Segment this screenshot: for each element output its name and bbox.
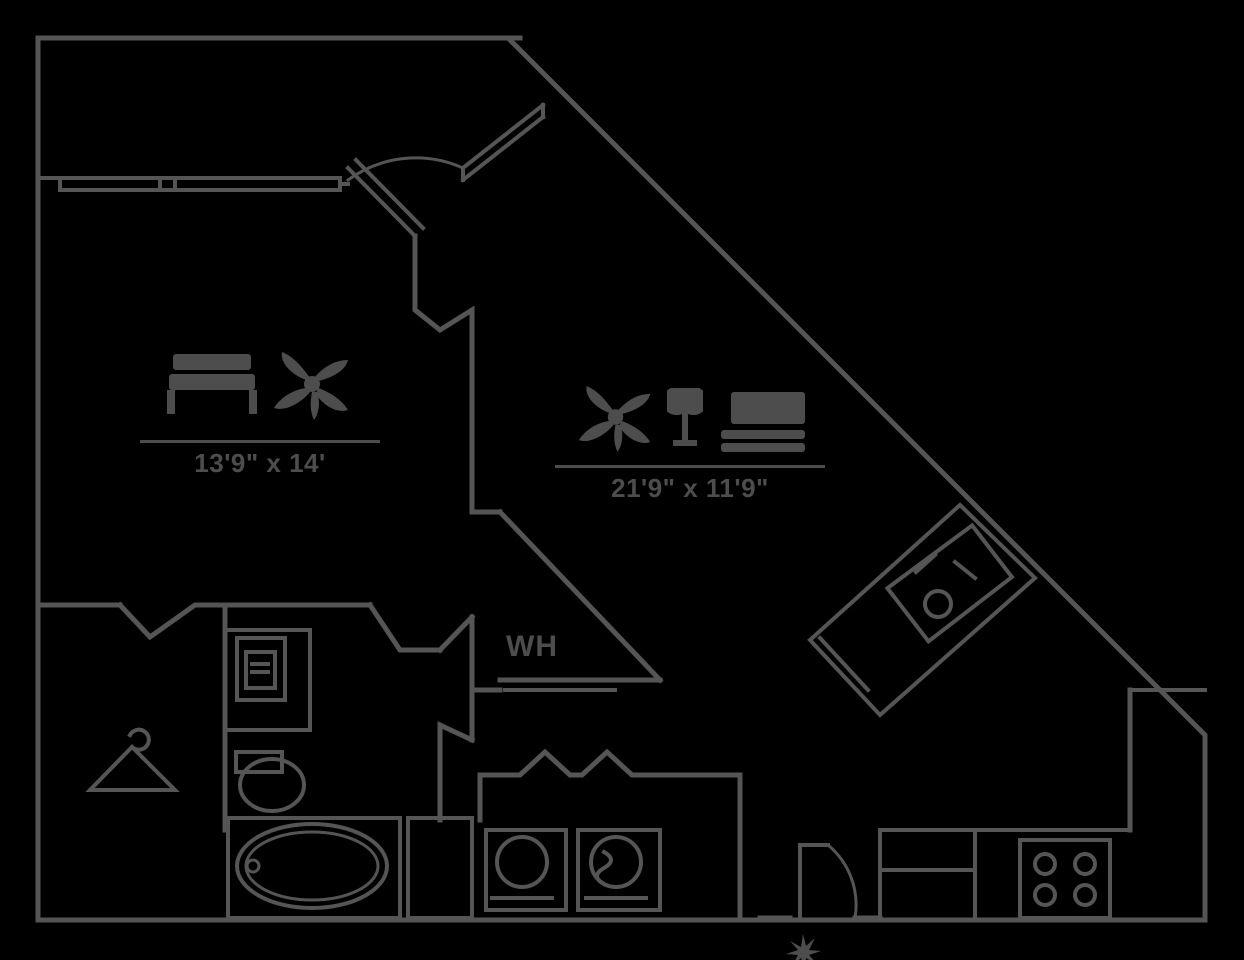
bedroom-dimensions: 13'9" x 14' bbox=[194, 448, 326, 478]
bedroom-label: 13'9" x 14' bbox=[140, 440, 380, 478]
living-wall-diagonal bbox=[496, 508, 664, 684]
hall-wall-left-lower bbox=[437, 721, 476, 823]
living-label-rule bbox=[555, 465, 825, 468]
mirror-inner bbox=[244, 650, 277, 690]
door-leaf-2 bbox=[353, 157, 426, 231]
door-swing-arc bbox=[345, 156, 465, 183]
living-label: 21'9" x 11'9" bbox=[555, 465, 825, 503]
laundry-wall-top bbox=[477, 748, 743, 778]
hall-wall-angle bbox=[436, 613, 476, 654]
counter-left-block bbox=[878, 828, 977, 920]
toilet-tank bbox=[234, 750, 284, 774]
interior-wall-bedroom-right bbox=[412, 233, 475, 515]
bedroom-icon-group bbox=[150, 340, 370, 420]
dryer-door bbox=[589, 835, 643, 889]
closet-hanger-icon bbox=[85, 727, 180, 792]
wine-glass-icon bbox=[667, 388, 703, 446]
washer-outline bbox=[484, 828, 568, 912]
bathtub-basin bbox=[235, 822, 389, 910]
burner-3 bbox=[1033, 883, 1057, 907]
washer-door bbox=[495, 835, 549, 889]
entry-door-arc bbox=[825, 842, 858, 920]
door-leaf bbox=[345, 165, 418, 239]
burner-4 bbox=[1073, 883, 1097, 907]
toilet-bowl bbox=[238, 757, 306, 813]
burner-2 bbox=[1073, 852, 1097, 876]
bathtub-basin-inner bbox=[244, 830, 380, 902]
bedroom-door-opening bbox=[366, 601, 443, 653]
bedroom-closet-opening bbox=[116, 601, 228, 641]
bathtub-outline bbox=[226, 816, 402, 920]
bedroom-label-rule bbox=[140, 440, 380, 443]
bathtub-drain bbox=[245, 858, 261, 874]
ceiling-fan-icon bbox=[274, 352, 348, 420]
ceiling-fan-icon bbox=[578, 386, 651, 452]
exterior-wall-diagonal bbox=[35, 35, 1208, 923]
dryer-outline bbox=[576, 828, 662, 912]
burner-1 bbox=[1033, 852, 1057, 876]
island-faucet-2 bbox=[952, 559, 978, 581]
tv-icon bbox=[721, 392, 805, 452]
living-icon-group bbox=[575, 372, 805, 452]
compass-north-icon bbox=[786, 934, 821, 960]
mirror-outline bbox=[235, 636, 287, 702]
cooktop-outline bbox=[1018, 838, 1112, 920]
water-heater-label: WH bbox=[506, 630, 558, 663]
sliding-door-panel-1 bbox=[460, 102, 546, 171]
island-sink-drain bbox=[923, 589, 953, 619]
island-faucet bbox=[913, 552, 938, 575]
bed-icon bbox=[167, 354, 257, 414]
linen-closet bbox=[406, 816, 474, 920]
sliding-door-panel-2 bbox=[460, 114, 546, 183]
living-dimensions: 21'9" x 11'9" bbox=[611, 473, 769, 503]
kitchen-island bbox=[807, 502, 1038, 718]
dryer-glyph bbox=[595, 849, 613, 887]
